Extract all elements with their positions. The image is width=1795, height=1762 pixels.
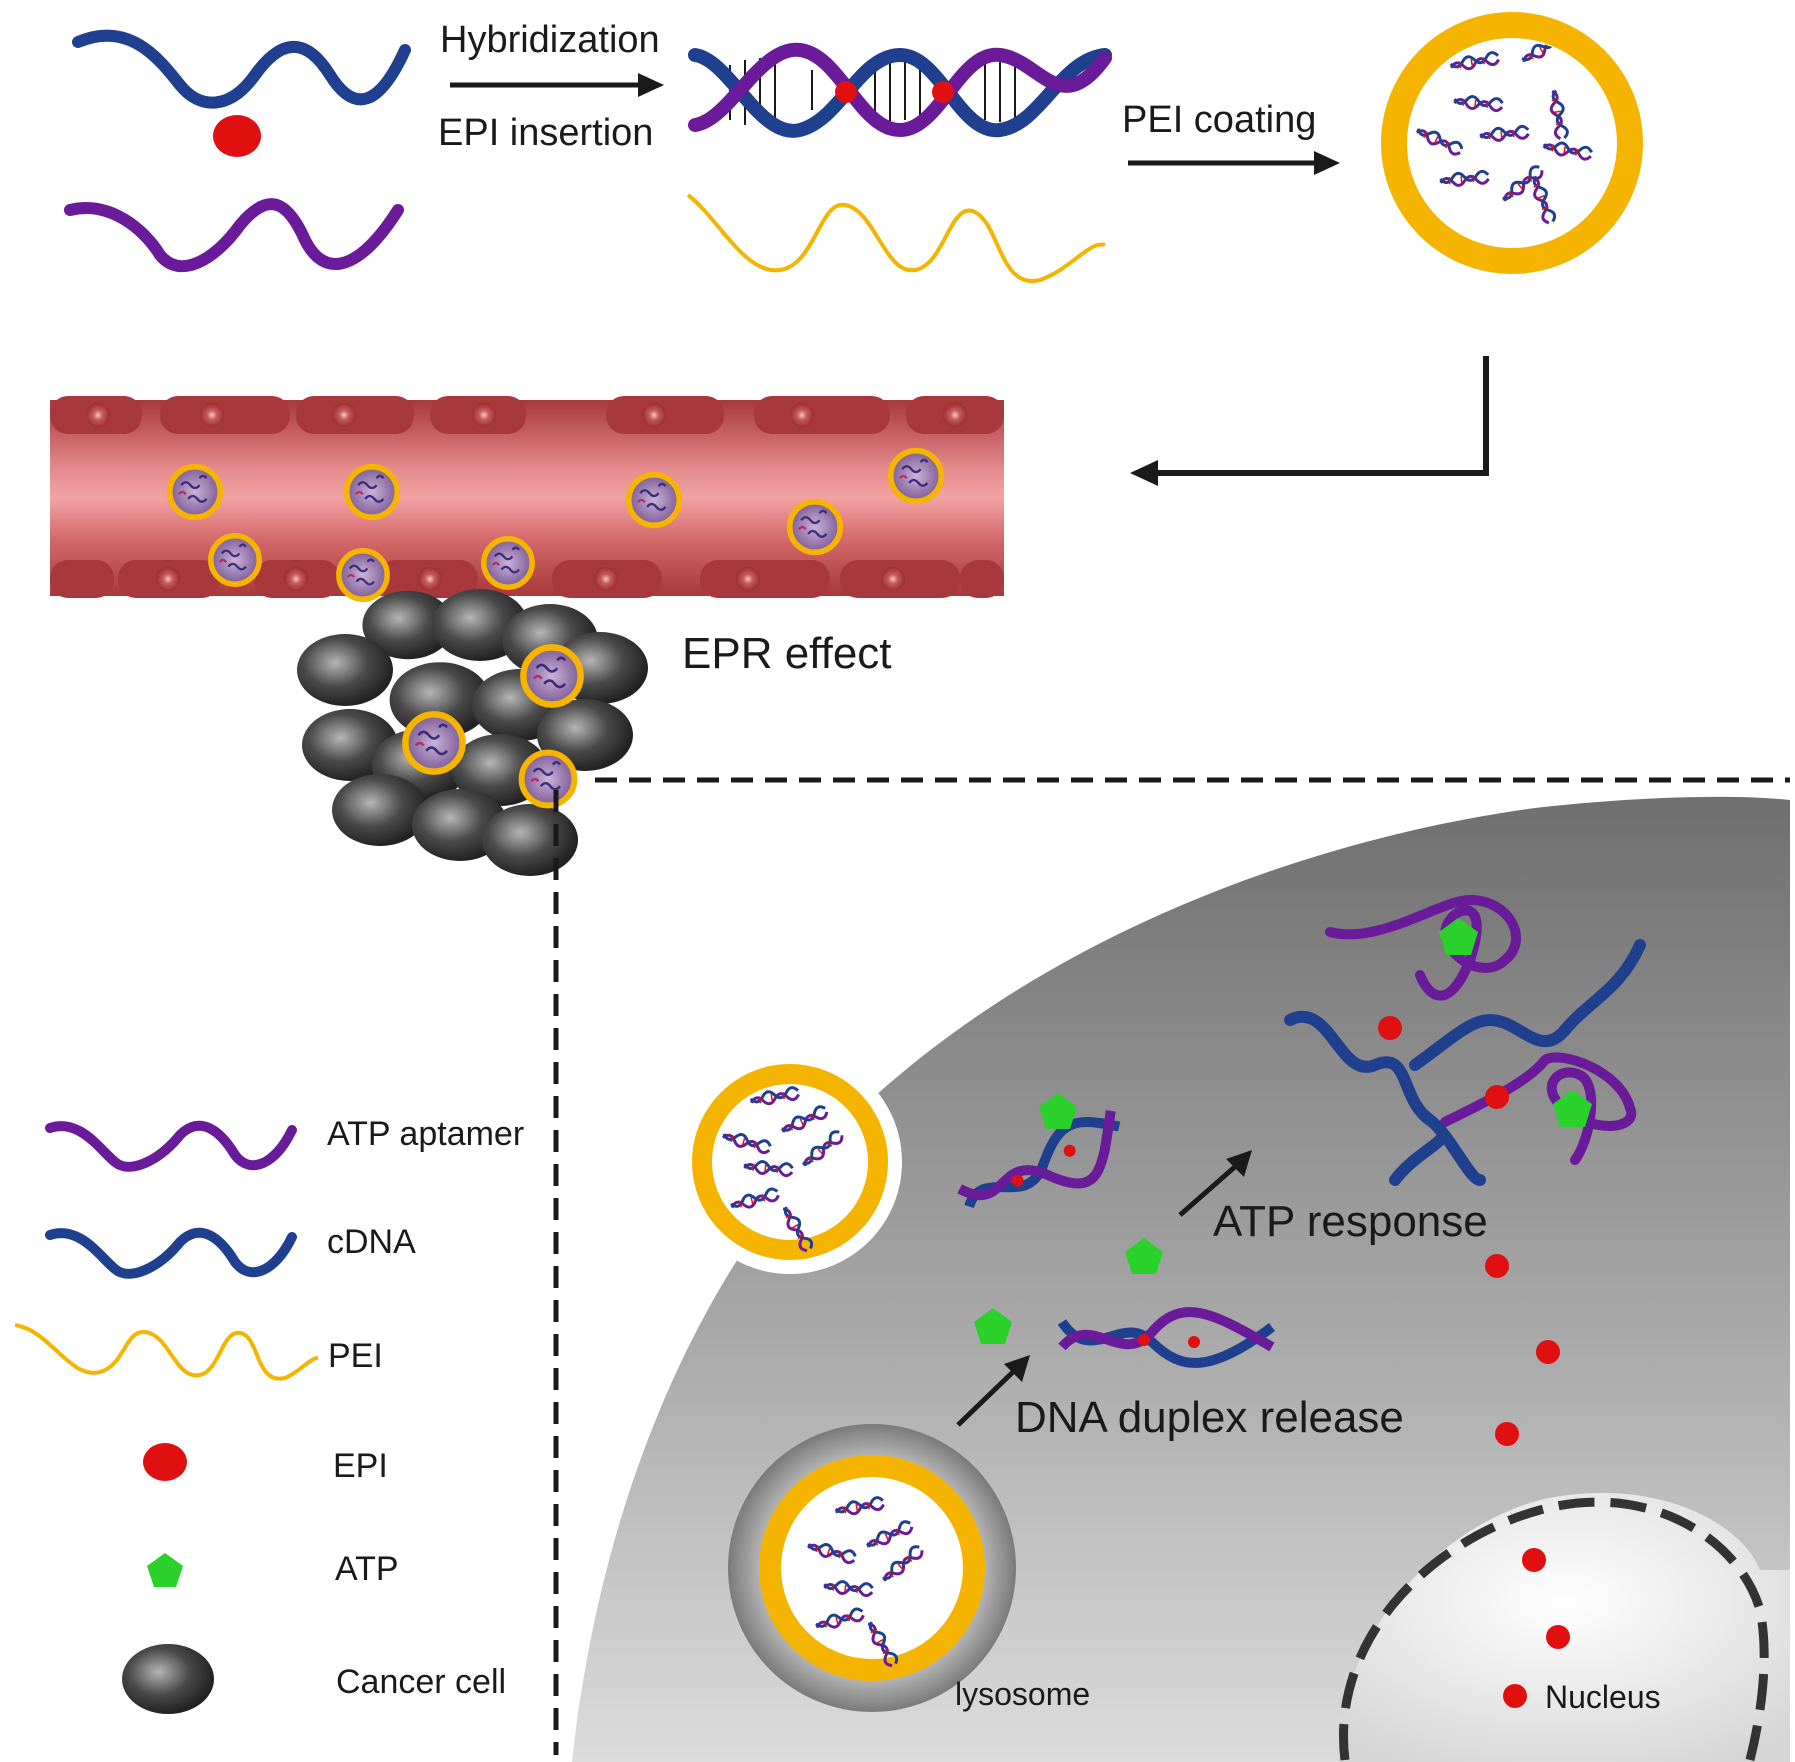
released-dna-duplex: [957, 1110, 1121, 1209]
epi-dot-icon: [932, 81, 954, 103]
pei-coating-label: PEI coating: [1122, 99, 1316, 141]
endothelial-cells-top: [50, 396, 1004, 434]
epi-dot-icon: [1522, 1548, 1546, 1572]
arrow-atp-response: [1178, 1163, 1239, 1217]
epi-dot-icon: [1503, 1684, 1527, 1708]
atp-response-label: ATP response: [1213, 1197, 1488, 1246]
legend-label: ATP aptamer: [327, 1115, 524, 1153]
atp-pentagon-icon: [1125, 1238, 1163, 1274]
legend-item-cancer-cell: Cancer cell: [122, 1644, 506, 1714]
epr-effect-label: EPR effect: [682, 629, 892, 678]
epi-dot-icon: [1063, 1144, 1076, 1157]
purple-strand-icon: [45, 1120, 297, 1172]
epi-dot-icon: [1485, 1254, 1509, 1278]
pei-coated-nanoparticle: [1381, 12, 1643, 274]
arrow-duplex-release: [956, 1368, 1017, 1427]
free-cdna-strands: [1284, 939, 1646, 1186]
tumor-cell-cluster: [297, 589, 648, 876]
legend-item-cdna: cDNA: [45, 1223, 416, 1279]
arrowhead-hybridization: [638, 73, 664, 97]
lysosome-label: lysosome: [955, 1676, 1090, 1712]
blood-vessel: [50, 396, 1004, 599]
epi-dot-icon: [835, 81, 857, 103]
legend-item-atp: ATP: [147, 1550, 399, 1588]
epi-dot-icon: [1546, 1625, 1570, 1649]
epi-dot-icon: [213, 115, 261, 157]
legend-item-pei: PEI: [14, 1323, 383, 1381]
epi-dot-icon: [1188, 1336, 1200, 1348]
atp-pentagon-icon: [1553, 1090, 1592, 1127]
dna-duplex-with-epi: [688, 42, 1112, 138]
endocytosing-nanoparticle: [678, 1050, 902, 1274]
legend-item-epi: EPI: [143, 1443, 388, 1485]
legend-label: PEI: [328, 1337, 383, 1375]
epi-dot-icon: [1011, 1174, 1024, 1187]
arrowhead-atp-response: [1226, 1150, 1252, 1177]
red-dot-icon: [143, 1443, 187, 1481]
legend-label: Cancer cell: [336, 1663, 506, 1701]
epi-dot-icon: [1495, 1422, 1519, 1446]
dark-cell-icon: [122, 1644, 214, 1714]
atp-pentagon-icon: [1039, 1093, 1077, 1129]
arrowhead-to-bloodstream: [1130, 460, 1158, 486]
atp-aptamer-complex: [1325, 894, 1521, 1001]
cdna-strand: [72, 29, 411, 109]
atp-pentagon-icon: [974, 1308, 1012, 1344]
arrowhead-duplex-release: [1004, 1355, 1030, 1382]
epi-dot-icon: [1378, 1016, 1402, 1040]
lysosome: [728, 1424, 1016, 1712]
endothelial-cells-bottom: [50, 560, 1004, 598]
arrowhead-pei-coating: [1314, 151, 1340, 175]
epi-insertion-label: EPI insertion: [438, 112, 653, 154]
atp-molecules: [974, 1093, 1163, 1344]
hybridization-label: Hybridization: [440, 19, 660, 61]
epi-dot-icon: [1138, 1334, 1150, 1346]
epi-trail: [1378, 1016, 1570, 1708]
legend-label: cDNA: [327, 1223, 416, 1261]
epi-dot-icon: [1536, 1340, 1560, 1364]
legend: ATP aptamer cDNA PEI EPI ATP Cancer cell: [14, 1115, 524, 1714]
epi-dot-icon: [1485, 1085, 1509, 1109]
blue-strand-icon: [45, 1227, 297, 1279]
legend-label: EPI: [333, 1447, 388, 1485]
legend-item-atp-aptamer: ATP aptamer: [45, 1115, 524, 1172]
legend-label: ATP: [335, 1550, 399, 1588]
nucleus-label: Nucleus: [1545, 1679, 1661, 1715]
arrow-to-bloodstream: [1145, 356, 1489, 476]
atp-aptamer-strand: [64, 198, 404, 273]
atp-aptamer-complex: [1440, 1052, 1637, 1165]
dna-duplex-release-label: DNA duplex release: [1015, 1393, 1404, 1442]
released-dna-duplex: [1057, 1307, 1275, 1368]
green-pentagon-icon: [147, 1553, 183, 1587]
yellow-polymer-icon: [14, 1323, 319, 1381]
atp-pentagon-icon: [1439, 918, 1478, 955]
pei-polymer-strand: [686, 193, 1106, 283]
